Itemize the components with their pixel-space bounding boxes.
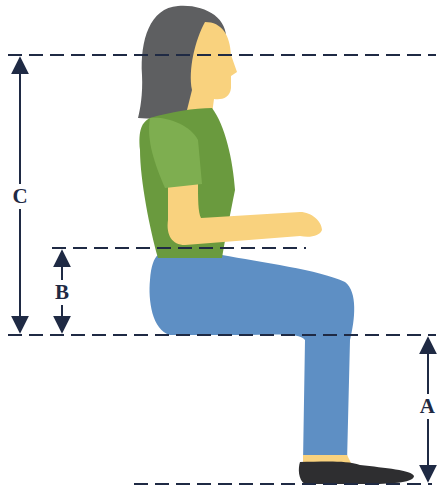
dimension-label: B (54, 280, 70, 305)
dimension-arrows (20, 58, 428, 481)
seated-woman (138, 6, 414, 484)
reference-lines (8, 55, 436, 484)
dimension-label: C (11, 184, 28, 209)
dimension-label: A (419, 394, 436, 419)
